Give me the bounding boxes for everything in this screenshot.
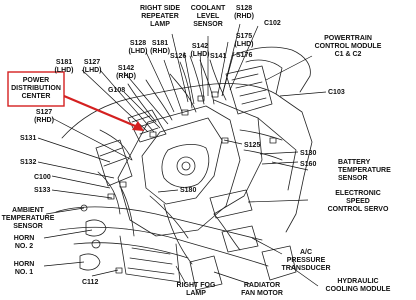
label-s128-lhd: S128(LHD) [128,40,147,55]
label-s181-lhd: S181(LHD) [54,59,73,74]
pdc-highlight-box [7,71,65,107]
label-s181-rhd-top: S181(RHD) [150,40,170,55]
engine-linework [55,46,313,291]
label-s142-rhd: S142(RHD) [116,65,136,80]
label-g108: G108 [108,87,125,94]
label-s127-rhd: S127(RHD) [34,109,54,124]
label-c100: C100 [34,174,51,181]
label-s125: S125 [244,142,260,149]
label-s132: S132 [20,159,36,166]
label-c112: C112 [82,279,98,286]
label-s127-lhd: S127(LHD) [82,59,101,74]
pdc-highlight-arrow [63,94,141,130]
label-s180: S180 [180,187,196,194]
label-c102: C102 [264,20,281,27]
label-s131: S131 [20,135,36,142]
label-s176: S176 [236,52,252,59]
label-s141: S141 [210,53,226,60]
label-s175-lhd: S175(LHD) [234,33,253,48]
label-s133: S133 [34,187,50,194]
label-s130: S130 [300,150,316,157]
pdc-arrow-head [132,121,144,131]
label-s142-lhd: S142(LHD) [190,43,209,58]
label-s128-rhd-top: S128(RHD) [234,5,254,20]
label-s126: S126 [170,53,186,60]
label-s160: S160 [300,161,316,168]
leader-lines [37,23,327,287]
label-c103: C103 [328,89,345,96]
